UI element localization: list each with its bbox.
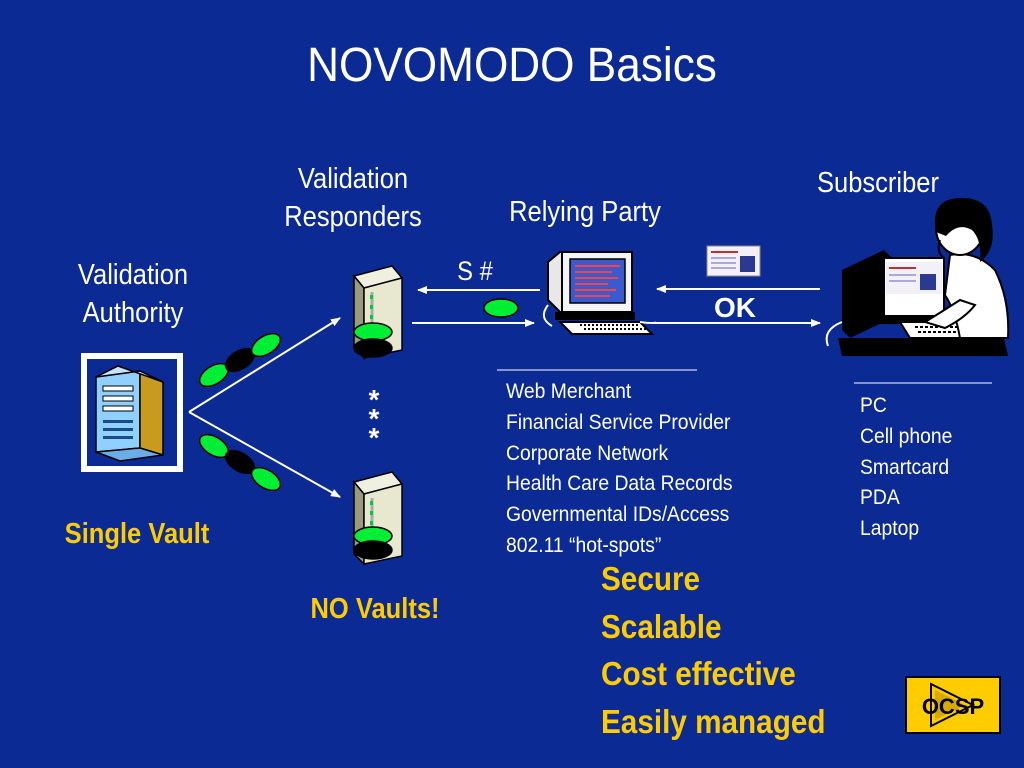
- list-item: PC: [860, 394, 887, 417]
- benefits-list: Secure Scalable Cost effective Easily ma…: [601, 555, 826, 745]
- benefit-item: Secure: [601, 560, 701, 597]
- certificate-icon: [706, 245, 761, 277]
- list-item: Financial Service Provider: [506, 410, 731, 434]
- desktop-computer-icon: [542, 251, 657, 335]
- validation-responders-label-line1: Validation: [297, 163, 409, 195]
- asterisks-label: * * *: [360, 384, 388, 453]
- relying-party-examples-list: Web Merchant Financial Service Provider …: [506, 377, 733, 562]
- benefit-item: Cost effective: [601, 655, 796, 692]
- serial-number-label: S #: [457, 256, 493, 286]
- ocsp-nav-label[interactable]: OCSP: [921, 694, 985, 719]
- validation-responders-label-line2: Responders: [284, 201, 422, 233]
- person-at-computer-icon: [825, 197, 1010, 356]
- rack-server-icon: [352, 471, 404, 566]
- benefit-item: Easily managed: [601, 702, 826, 740]
- token-chain-upper: [198, 332, 282, 388]
- slide-title: NOVOMODO Basics: [307, 39, 717, 92]
- server-tower-icon: [81, 353, 183, 472]
- subscriber-label: Subscriber: [817, 167, 939, 199]
- list-item: 802.11 “hot-spots”: [506, 533, 662, 557]
- validation-authority-label: Validation Authority: [63, 256, 204, 332]
- ocsp-nav-button[interactable]: OCSP: [905, 676, 1001, 734]
- benefit-item: Scalable: [601, 607, 722, 645]
- list-item: Web Merchant: [506, 380, 632, 403]
- list-item: Governmental IDs/Access: [506, 503, 730, 527]
- serial-token: [483, 298, 519, 318]
- validation-responders-label: Validation Responders: [274, 160, 432, 236]
- asterisk: *: [368, 384, 380, 415]
- validation-authority-label-line1: Validation: [77, 259, 189, 291]
- ok-label: OK: [714, 292, 756, 323]
- rack-server-icon: [352, 265, 404, 360]
- list-item: Corporate Network: [506, 441, 669, 465]
- subscriber-devices-list: PC Cell phone Smartcard PDA Laptop: [860, 391, 952, 545]
- list-item: Smartcard: [860, 455, 950, 479]
- list-item: PDA: [860, 486, 900, 510]
- play-icon: [930, 682, 976, 728]
- asterisk: *: [368, 403, 380, 434]
- validation-authority-label-line2: Authority: [82, 297, 184, 329]
- no-vaults-label: NO Vaults!: [310, 593, 440, 625]
- single-vault-label: Single Vault: [64, 518, 210, 550]
- asterisk: *: [368, 422, 380, 453]
- list-item: Cell phone: [860, 424, 953, 448]
- relying-party-label: Relying Party: [509, 196, 661, 228]
- token-chain-lower: [198, 433, 282, 492]
- list-item: Health Care Data Records: [506, 472, 733, 496]
- list-item: Laptop: [860, 517, 920, 541]
